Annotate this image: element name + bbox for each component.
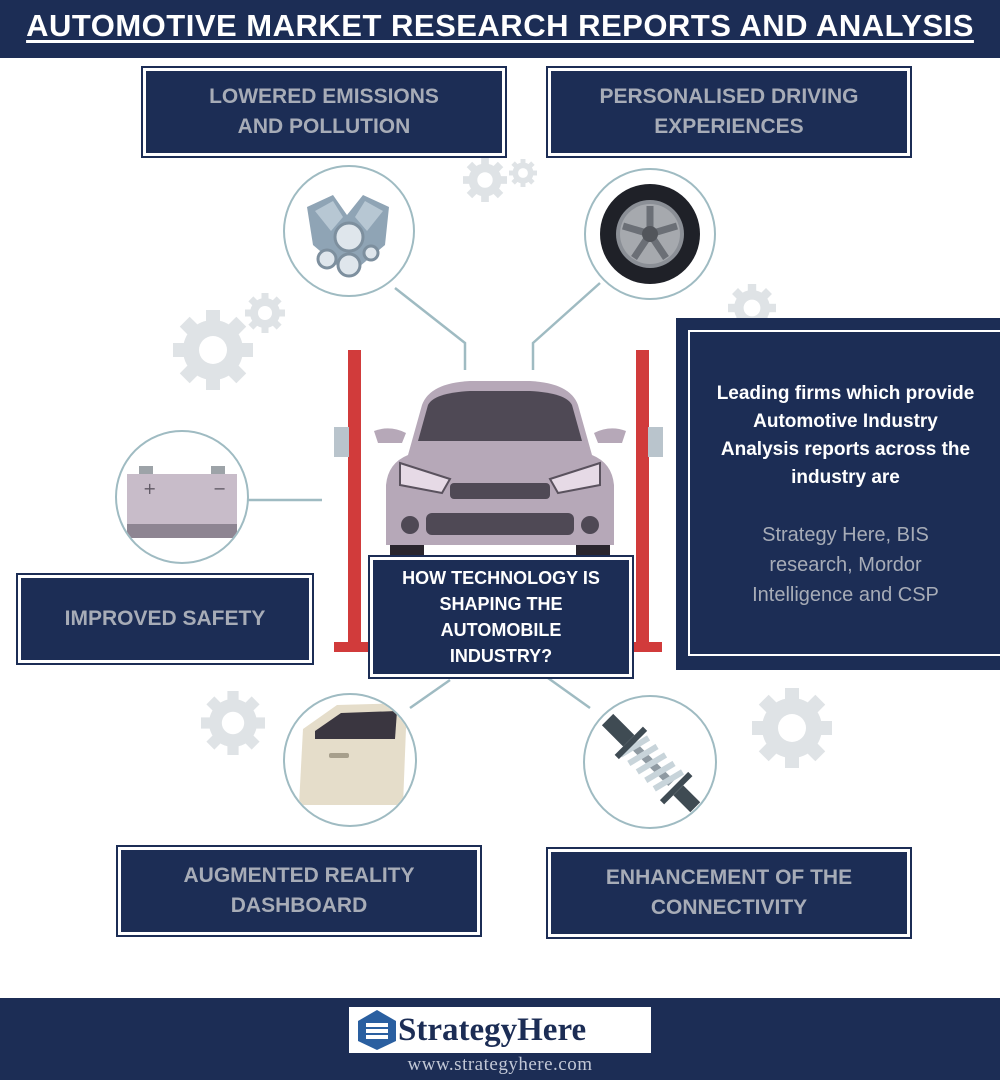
shock-absorber-circle (583, 695, 717, 829)
feature-label: PERSONALISED DRIVING EXPERIENCES (599, 85, 859, 138)
feature-box-driving: PERSONALISED DRIVING EXPERIENCES (546, 66, 912, 158)
shock-absorber-icon (601, 713, 701, 813)
gear-icon (752, 688, 832, 768)
lift-post-right (636, 350, 649, 650)
gear-icon (173, 310, 253, 390)
info-panel (688, 330, 1000, 656)
website-url[interactable]: www.strategyhere.com (407, 1054, 593, 1075)
svg-text:−: − (213, 479, 226, 498)
header-bar (0, 0, 1000, 58)
tyre-icon (600, 184, 700, 284)
info-firms-text: Strategy Here, BIS research, Mordor Inte… (752, 524, 939, 606)
strategyhere-logo-icon (358, 1010, 396, 1050)
feature-label: LOWERED EMISSIONS AND POLLUTION (209, 85, 439, 138)
engine-circle (283, 165, 415, 297)
engine-icon (307, 195, 389, 278)
battery-icon: + − (127, 466, 237, 538)
feature-label: AUGMENTED REALITY DASHBOARD (183, 864, 415, 917)
feature-label: IMPROVED SAFETY (64, 607, 266, 630)
door-circle (283, 693, 417, 827)
center-question-box: HOW TECHNOLOGY IS SHAPING THE AUTOMOBILE… (368, 555, 634, 679)
feature-box-connectivity: ENHANCEMENT OF THE CONNECTIVITY (546, 847, 912, 939)
feature-box-ar-dashboard: AUGMENTED REALITY DASHBOARD (116, 845, 482, 937)
connector-line (547, 676, 591, 710)
feature-box-safety: IMPROVED SAFETY (16, 573, 314, 665)
info-lead-text: Leading firms which provide Automotive I… (716, 383, 975, 488)
gear-icon (463, 158, 507, 202)
gear-icon (245, 293, 285, 333)
center-question-text: HOW TECHNOLOGY IS SHAPING THE AUTOMOBILE… (402, 568, 600, 666)
car-on-lift-illustration (334, 350, 663, 652)
gear-icon (509, 159, 537, 187)
lift-post-left (348, 350, 361, 650)
svg-text:+: + (143, 479, 156, 498)
gear-icon (201, 691, 265, 755)
connector-line (531, 282, 601, 370)
feature-box-emissions: LOWERED EMISSIONS AND POLLUTION (141, 66, 507, 158)
tyre-circle (584, 168, 716, 300)
feature-label: ENHANCEMENT OF THE CONNECTIVITY (605, 866, 853, 919)
connector-line (409, 678, 451, 710)
page-title: AUTOMOTIVE MARKET RESEARCH REPORTS AND A… (26, 8, 974, 43)
brand-name: StrategyHere (398, 1012, 587, 1048)
car-door-icon (299, 703, 407, 805)
connector-line (394, 287, 467, 370)
logo-box (349, 1007, 651, 1053)
background-graphics (173, 158, 832, 768)
battery-circle: + − (115, 430, 249, 564)
